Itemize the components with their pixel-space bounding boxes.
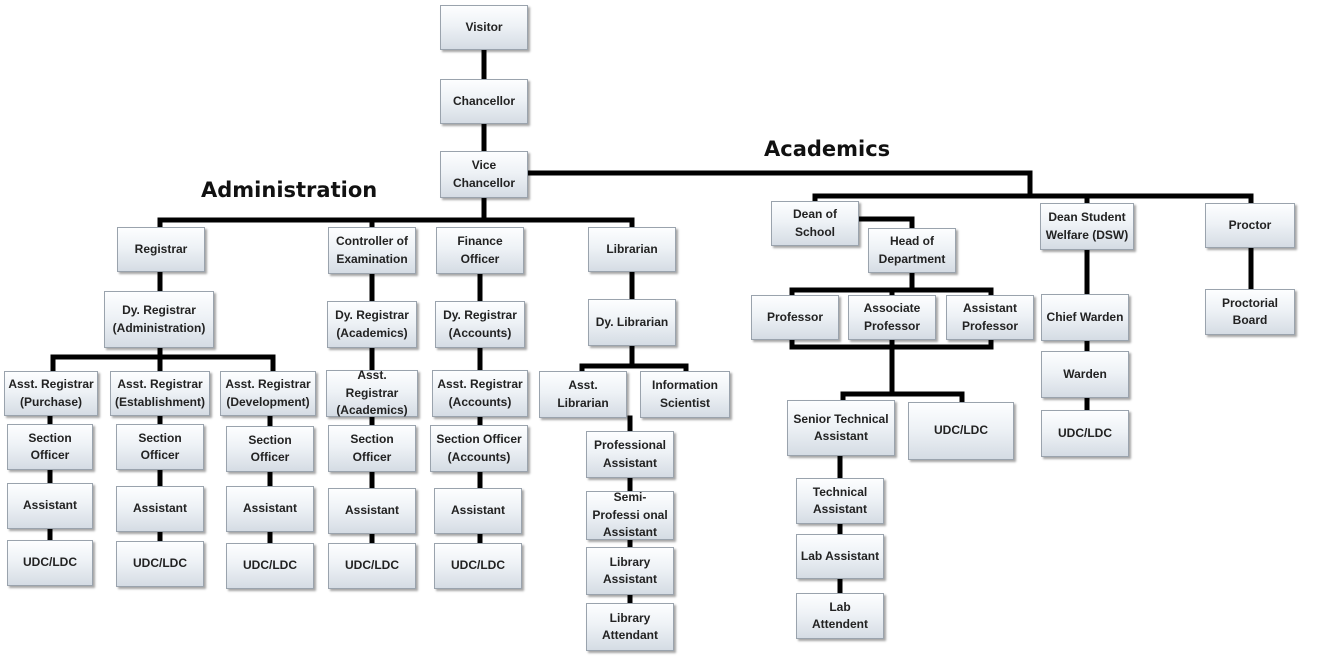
administration-heading: Administration (201, 178, 378, 202)
registrar-box: Registrar (117, 227, 205, 272)
udc-ldc-academics-box: UDC/LDC (328, 543, 416, 589)
udc-ldc-establishment-box: UDC/LDC (116, 541, 204, 587)
asst-registrar-academics-box: Asst. Registrar (Academics) (326, 368, 418, 417)
udc-ldc-dsw-box: UDC/LDC (1041, 410, 1129, 457)
head-of-department-box: Head of Department (868, 228, 956, 273)
udc-ldc-development-box: UDC/LDC (226, 543, 314, 589)
lab-assistant-box: Lab Assistant (796, 534, 884, 579)
assistant-purchase-box: Assistant (7, 483, 93, 529)
visitor-box: Visitor (440, 5, 528, 50)
assistant-establishment-box: Assistant (116, 486, 204, 532)
lab-attendent-box: Lab Attendent (796, 593, 884, 639)
associate-professor-box: Associate Professor (848, 295, 936, 340)
connector (857, 216, 915, 232)
assistant-accounts-box: Assistant (434, 488, 522, 534)
asst-registrar-establishment-box: Asst. Registrar (Establishment) (110, 371, 210, 416)
asst-registrar-accounts-box: Asst. Registrar (Accounts) (432, 370, 528, 417)
dy-registrar-administration-box: Dy. Registrar (Administration) (104, 291, 214, 348)
dean-of-school-box: Dean of School (771, 201, 859, 246)
udc-ldc-accounts-box: UDC/LDC (434, 543, 522, 589)
assistant-professor-box: Assistant Professor (946, 295, 1034, 340)
warden-box: Warden (1041, 351, 1129, 398)
finance-officer-box: Finance Officer (436, 227, 524, 274)
proctorial-board-box: Proctorial Board (1205, 289, 1295, 335)
chief-warden-box: Chief Warden (1041, 294, 1129, 341)
technical-assistant-box: Technical Assistant (796, 478, 884, 524)
library-attendant-box: Library Attendant (586, 603, 674, 651)
academics-heading: Academics (764, 137, 891, 161)
section-officer-academics-box: Section Officer (328, 425, 416, 472)
professor-box: Professor (751, 295, 839, 340)
dean-student-welfare-box: Dean Student Welfare (DSW) (1040, 203, 1134, 250)
semi-professional-assistant-box: Semi-Professi onal Assistant (586, 490, 674, 540)
udc-ldc-purchase-box: UDC/LDC (7, 540, 93, 586)
section-officer-development-box: Section Officer (226, 426, 314, 472)
section-officer-establishment-box: Section Officer (116, 424, 204, 470)
asst-registrar-purchase-box: Asst. Registrar (Purchase) (4, 371, 98, 416)
section-officer-purchase-box: Section Officer (7, 424, 93, 470)
dy-registrar-accounts-box: Dy. Registrar (Accounts) (435, 301, 525, 348)
asst-librarian-box: Asst. Librarian (539, 371, 627, 418)
senior-technical-assistant-box: Senior Technical Assistant (787, 400, 895, 456)
library-assistant-box: Library Assistant (586, 547, 674, 595)
section-officer-accounts-box: Section Officer (Accounts) (430, 425, 528, 472)
asst-registrar-development-box: Asst. Registrar (Development) (220, 371, 316, 416)
professional-assistant-box: Professional Assistant (586, 431, 674, 478)
dy-registrar-academics-box: Dy. Registrar (Academics) (327, 301, 417, 348)
chancellor-box: Chancellor (440, 79, 528, 124)
assistant-development-box: Assistant (226, 486, 314, 532)
udc-ldc-department-box: UDC/LDC (908, 402, 1014, 460)
dy-librarian-box: Dy. Librarian (588, 299, 676, 346)
assistant-academics-box: Assistant (328, 488, 416, 534)
vice-chancellor-box: Vice Chancellor (440, 151, 528, 198)
librarian-box: Librarian (588, 227, 676, 272)
proctor-box: Proctor (1205, 203, 1295, 248)
information-scientist-box: Information Scientist (640, 371, 730, 418)
controller-of-examination-box: Controller of Examination (328, 227, 416, 274)
